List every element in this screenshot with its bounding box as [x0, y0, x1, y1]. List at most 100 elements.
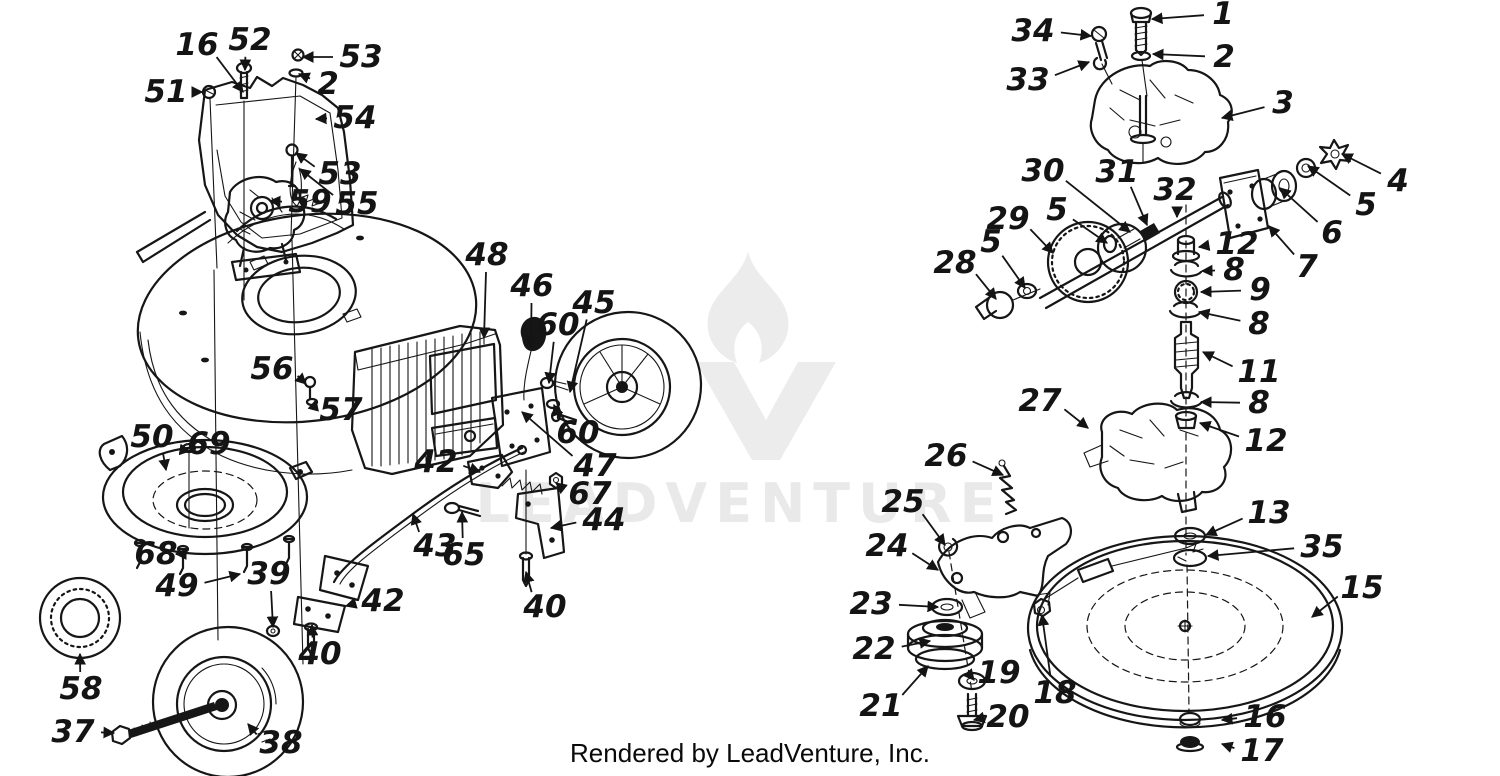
- leader-line-8: [1200, 264, 1216, 277]
- footer-credit-text: Rendered by LeadVenture, Inc.: [570, 738, 930, 768]
- leader-line-35: [1206, 547, 1295, 561]
- leader-line-25: [921, 513, 946, 546]
- leader-line-2: [297, 72, 311, 84]
- callout-39: 39: [247, 556, 290, 592]
- callout-19: 19: [977, 655, 1020, 691]
- leader-line-30: [1065, 180, 1131, 233]
- leader-line-34: [1060, 28, 1093, 41]
- callout-8: 8: [1248, 385, 1270, 421]
- callout-5: 5: [1355, 187, 1377, 223]
- callout-68: 68: [134, 536, 177, 572]
- spindle-11: [1173, 320, 1200, 400]
- spring-26: [998, 464, 1018, 516]
- callout-21: 21: [859, 688, 902, 724]
- callout-58: 58: [59, 671, 102, 707]
- leader-line-29: [1029, 228, 1054, 254]
- leader-line-49: [204, 570, 242, 584]
- callout-23: 23: [849, 586, 892, 622]
- leader-line-5: [1001, 255, 1026, 289]
- handle-tube: [135, 210, 212, 264]
- leader-line-50: [158, 452, 170, 472]
- callout-38: 38: [259, 725, 302, 761]
- wheel-bracket: [430, 376, 578, 468]
- callout-35: 35: [1300, 529, 1343, 565]
- callout-69: 69: [187, 426, 230, 462]
- leader-line-16: [1220, 712, 1238, 725]
- callout-65: 65: [442, 537, 485, 573]
- leader-line-33: [1054, 60, 1091, 77]
- callout-2: 2: [317, 66, 339, 102]
- callout-16: 16: [175, 27, 218, 63]
- leader-line-60: [552, 403, 564, 421]
- callout-32: 32: [1153, 172, 1196, 208]
- leader-line-8: [1199, 396, 1241, 409]
- leader-line-40: [523, 570, 535, 593]
- callout-34: 34: [1011, 13, 1054, 49]
- leader-line-21: [901, 665, 929, 696]
- callout-31: 31: [1095, 154, 1138, 190]
- washer-35: [1172, 548, 1208, 568]
- v-logo-icon: [696, 362, 836, 460]
- callout-42: 42: [360, 583, 404, 619]
- callout-44: 44: [581, 502, 625, 538]
- leader-line-16: [215, 56, 244, 93]
- flame-icon: [707, 252, 789, 363]
- blade-opening-ring: [241, 254, 357, 336]
- callout-45: 45: [571, 285, 615, 321]
- callout-24: 24: [865, 528, 908, 564]
- bracket-42b: [318, 554, 370, 602]
- star-coupling-4: [1318, 138, 1352, 171]
- wave-washer-8a: [1169, 260, 1203, 278]
- callout-53: 53: [318, 156, 361, 192]
- axle-bolt-37: [128, 702, 217, 738]
- cable: [1042, 543, 1204, 601]
- belt-cover: [98, 434, 314, 576]
- nut-18: [1032, 597, 1052, 618]
- leader-line-27: [1063, 408, 1089, 429]
- washer-2b: [1130, 50, 1152, 62]
- leader-line-40: [306, 623, 319, 638]
- callout-3: 3: [1272, 85, 1294, 121]
- leader-line-37: [100, 726, 116, 739]
- leader-line-6: [1279, 187, 1319, 223]
- idler-pulley: [906, 551, 988, 732]
- watermark-brand-text: LEADVENTURE: [476, 472, 1005, 535]
- disc-nuts: [1175, 711, 1205, 753]
- mount-screw: [1090, 25, 1113, 85]
- leader-line-5: [1307, 165, 1351, 197]
- leader-line-5: [1072, 218, 1108, 244]
- callout-25: 25: [881, 484, 924, 520]
- leader-line-48: [478, 271, 491, 340]
- callout-59: 59: [288, 184, 331, 220]
- leader-line-57: [307, 398, 319, 412]
- leader-line-11: [1201, 351, 1233, 368]
- leader-line-38: [247, 723, 260, 736]
- bracket-42a: [466, 453, 514, 490]
- callout-54: 54: [333, 100, 376, 136]
- callout-60: 60: [536, 307, 579, 343]
- knurl-30: [1117, 228, 1141, 249]
- leader-line-54: [314, 112, 328, 125]
- front-wheel: [110, 625, 305, 776]
- leader-line-17: [1220, 741, 1235, 753]
- engine-assembly: [1089, 60, 1233, 166]
- leader-line-42: [344, 597, 358, 609]
- drive-shaft-gears: [974, 191, 1232, 321]
- leader-line-67: [555, 482, 568, 495]
- spindle-stack: [1168, 204, 1203, 556]
- engine-mount: [224, 175, 321, 282]
- leader-line-7: [1268, 225, 1295, 256]
- callout-20: 20: [986, 699, 1029, 735]
- callout-48: 48: [464, 237, 508, 273]
- leader-line-15: [1311, 595, 1339, 618]
- leader-line-42: [462, 462, 482, 474]
- gearbox: [1083, 402, 1233, 514]
- leader-line-65: [456, 510, 469, 539]
- callout-27: 27: [1018, 383, 1062, 419]
- callout-13: 13: [1247, 495, 1290, 531]
- leader-line-28: [975, 273, 997, 300]
- callout-42: 42: [413, 444, 457, 480]
- mower-deck: [136, 212, 478, 665]
- callout-30: 30: [1021, 153, 1064, 189]
